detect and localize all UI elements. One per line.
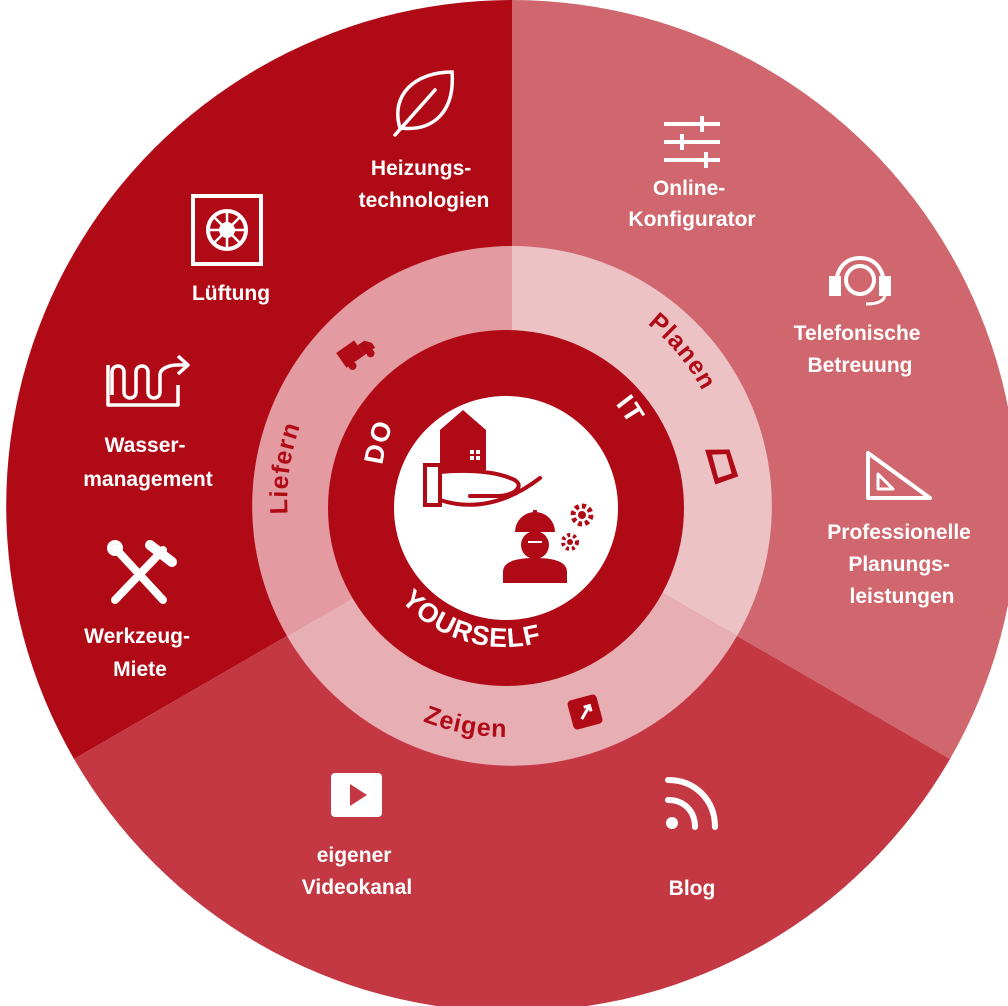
sliders-icon: [664, 116, 720, 168]
leaf-icon: [393, 70, 455, 137]
label-telefon: Telefonische Betreuung: [794, 322, 927, 377]
label-video: eigener Videokanal: [302, 844, 413, 899]
water-pipe-icon: [106, 354, 190, 407]
rss-feed-icon: [665, 777, 718, 830]
label-werkzeug: Werkzeug- Miete: [84, 625, 196, 681]
diy-house-worker-icon: [423, 410, 594, 583]
ventilation-fan-icon: [191, 194, 263, 266]
arrow-tag-icon: [567, 694, 603, 730]
plan-booklet-icon: [705, 449, 739, 485]
delivery-truck-icon: [336, 340, 376, 370]
label-heizung: Heizungs- technologien: [359, 157, 490, 212]
headset-icon: [829, 255, 891, 306]
label-online: Online- Konfigurator: [628, 177, 755, 231]
tools-icon: [107, 540, 177, 604]
label-blog: Blog: [669, 877, 716, 900]
video-play-icon: [331, 773, 382, 817]
label-planung: Professionelle Planungs- leistungen: [827, 521, 976, 608]
set-square-icon: [866, 451, 932, 500]
label-wasser: Wasser- management: [83, 434, 213, 491]
label-lueftung: Lüftung: [192, 282, 270, 305]
